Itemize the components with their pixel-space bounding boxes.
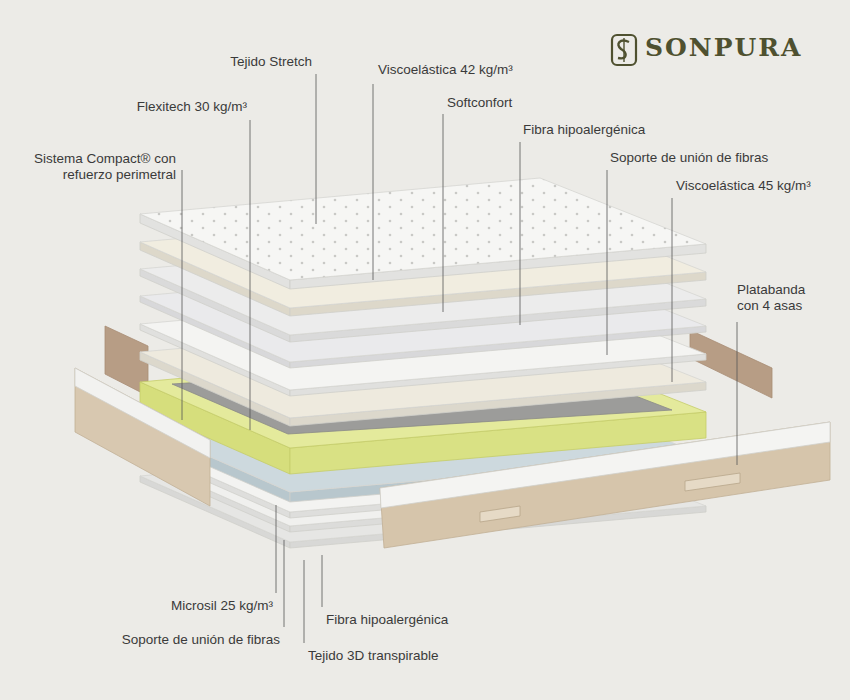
layer-label: Fibra hipoalergénica: [523, 122, 645, 138]
leader-line: [284, 540, 285, 627]
leader-line: [737, 322, 738, 465]
layer-label: Tejido 3D transpirable: [308, 648, 439, 664]
layer-stack: [75, 178, 830, 548]
leader-line: [443, 114, 444, 312]
leader-line: [322, 555, 323, 607]
brand-logo: SONPURA: [645, 33, 802, 63]
layer-label: Sistema Compact® con refuerzo perimetral: [11, 151, 176, 183]
leader-line: [276, 505, 277, 593]
layer-label: Flexitech 30 kg/m³: [137, 99, 247, 115]
layer-label: Fibra hipoalergénica: [326, 612, 448, 628]
leader-line: [607, 170, 608, 355]
layer-label: Microsil 25 kg/m³: [171, 598, 273, 614]
layer-label: Softconfort: [447, 95, 512, 111]
logo-icon: [612, 35, 636, 65]
side-panel-left-top: [75, 368, 210, 458]
side-panel-front: [380, 422, 830, 548]
leader-line: [304, 560, 305, 643]
handle: [685, 473, 740, 491]
layer-label: Soporte de unión de fibras: [122, 632, 280, 648]
leader-line: [316, 74, 317, 224]
side-panel-front-top: [380, 422, 830, 508]
leader-line: [182, 170, 183, 420]
layer-label: Soporte de unión de fibras: [610, 150, 768, 166]
handle: [480, 506, 520, 522]
layer-label: Tejido Stretch: [230, 54, 312, 70]
leader-line: [373, 84, 374, 280]
side-panel-left: [75, 368, 210, 506]
leader-line: [520, 142, 521, 325]
stretch-fabric-layer: [140, 178, 706, 280]
layer-label: Viscoelástica 45 kg/m³: [676, 178, 811, 194]
leader-line: [250, 120, 251, 430]
leader-line: [672, 198, 673, 382]
layer-label: Viscoelástica 42 kg/m³: [378, 62, 513, 78]
layer-label: Platabanda con 4 asas: [737, 282, 822, 314]
